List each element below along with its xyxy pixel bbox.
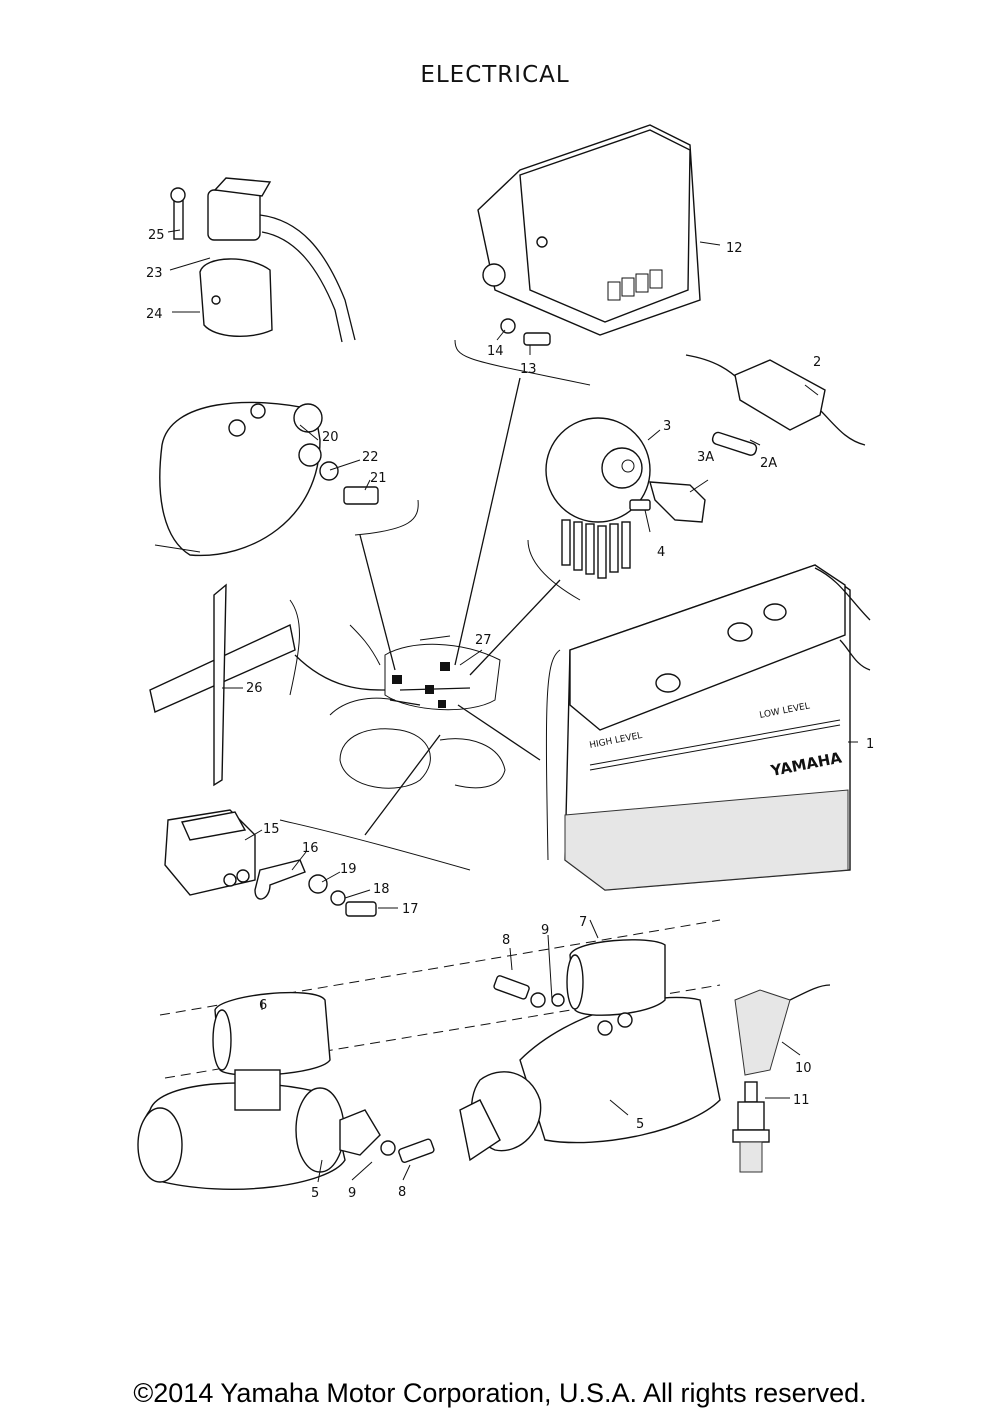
callout-4: 4	[657, 545, 665, 560]
callout-6: 6	[259, 998, 267, 1013]
callout-5-left: 5	[311, 1186, 319, 1201]
callout-12: 12	[726, 241, 743, 256]
callout-labels: 1 2 2A 3 3A 4 5 5 6 7 8 8 9 9 10 11 12 1…	[146, 228, 874, 1201]
callout-8-top: 8	[502, 933, 510, 948]
callout-24: 24	[146, 307, 163, 322]
callout-5-right: 5	[636, 1117, 644, 1132]
callout-9-top: 9	[541, 923, 549, 938]
callout-13: 13	[520, 362, 537, 377]
callout-15: 15	[263, 822, 280, 837]
copyright-notice: ©2014 Yamaha Motor Corporation, U.S.A. A…	[133, 1378, 867, 1408]
callout-3: 3	[663, 419, 671, 434]
callout-2: 2	[813, 355, 821, 370]
starter-relay[interactable]	[164, 809, 471, 917]
page-title: ELECTRICAL	[420, 62, 570, 88]
callout-19: 19	[340, 862, 357, 877]
battery[interactable]: HIGH LEVEL LOW LEVEL YAMAHA	[545, 564, 871, 891]
callout-25: 25	[148, 228, 165, 243]
fuse-holder[interactable]	[685, 354, 866, 457]
callout-17: 17	[402, 902, 419, 917]
callout-10: 10	[795, 1061, 812, 1076]
voltage-regulator[interactable]	[454, 124, 701, 386]
callout-1: 1	[866, 737, 874, 752]
handlebar-switch[interactable]	[170, 177, 356, 343]
callout-21: 21	[370, 471, 387, 486]
callout-20: 20	[322, 430, 339, 445]
callout-11: 11	[793, 1093, 810, 1108]
leader-lines	[294, 377, 561, 836]
callout-18: 18	[373, 882, 390, 897]
callout-27: 27	[475, 633, 492, 648]
starter-motor-left[interactable]	[137, 991, 435, 1190]
callout-3a: 3A	[697, 450, 714, 465]
ignition-coil-cover[interactable]	[154, 401, 419, 557]
starter-motor-right[interactable]	[459, 939, 721, 1162]
callout-22: 22	[362, 450, 379, 465]
callout-26: 26	[246, 681, 263, 696]
spark-plug-cap[interactable]	[734, 984, 831, 1076]
callout-2a: 2A	[760, 456, 777, 471]
main-switch[interactable]	[527, 417, 706, 601]
callout-23: 23	[146, 266, 163, 281]
callout-14: 14	[487, 344, 504, 359]
wire-clamp[interactable]	[149, 583, 300, 787]
spark-plug[interactable]	[732, 1081, 770, 1173]
motorcycle-outline	[329, 624, 506, 789]
callout-16: 16	[302, 841, 319, 856]
callout-9-bottom: 9	[348, 1186, 356, 1201]
callout-7: 7	[579, 915, 587, 930]
callout-8-bottom: 8	[398, 1185, 406, 1200]
